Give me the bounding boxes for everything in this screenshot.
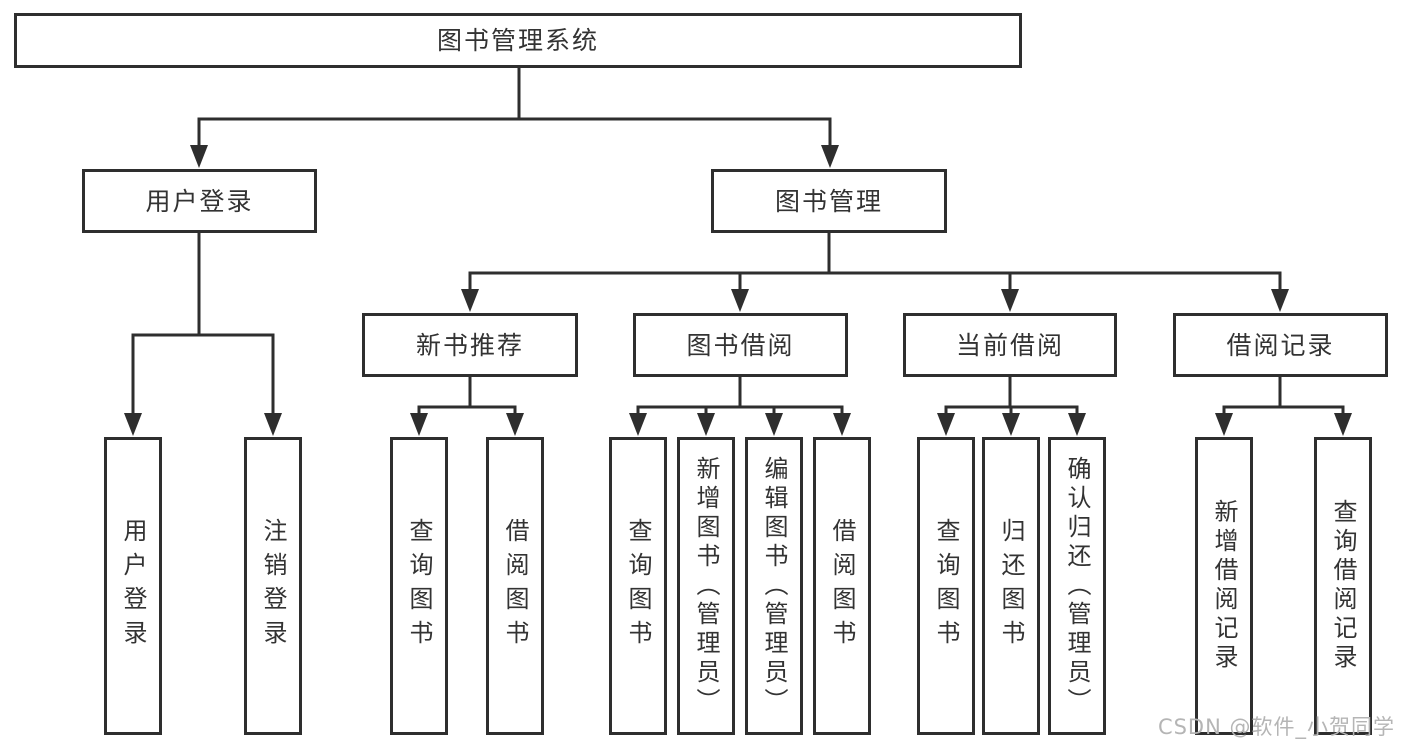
leaf-login-logout: 注销登录 bbox=[244, 437, 302, 735]
leaf-label: 归还图书 bbox=[997, 518, 1025, 654]
leaf-label: 查询图书 bbox=[624, 518, 652, 654]
arrowheads bbox=[124, 145, 1352, 436]
leaf-borrow-query-books: 查询图书 bbox=[609, 437, 667, 735]
leaf-label: 用户登录 bbox=[119, 518, 147, 654]
leaf-current-confirm-return-admin: 确认归还（管理员） bbox=[1048, 437, 1106, 735]
leaf-login-user-login: 用户登录 bbox=[104, 437, 162, 735]
node-root: 图书管理系统 bbox=[14, 13, 1022, 68]
node-book-management: 图书管理 bbox=[711, 169, 947, 233]
leaf-label: 查询图书 bbox=[405, 518, 433, 654]
leaf-current-query-books: 查询图书 bbox=[917, 437, 975, 735]
leaf-current-return-books: 归还图书 bbox=[982, 437, 1040, 735]
leaf-borrow-borrow-books: 借阅图书 bbox=[813, 437, 871, 735]
node-user-login-label: 用户登录 bbox=[145, 186, 254, 216]
leaf-label: 注销登录 bbox=[259, 518, 287, 654]
leaf-label: 查询图书 bbox=[932, 518, 960, 654]
leaf-records-query-record: 查询借阅记录 bbox=[1314, 437, 1372, 735]
leaf-label: 确认归还（管理员） bbox=[1063, 455, 1091, 717]
node-borrow-records-label: 借阅记录 bbox=[1226, 330, 1335, 360]
leaf-label: 新增借阅记录 bbox=[1210, 499, 1238, 673]
leaf-records-add-record: 新增借阅记录 bbox=[1195, 437, 1253, 735]
node-root-label: 图书管理系统 bbox=[436, 26, 599, 55]
watermark: CSDN @软件_小贺同学 bbox=[1157, 715, 1395, 739]
leaf-label: 借阅图书 bbox=[828, 518, 856, 654]
node-user-login: 用户登录 bbox=[82, 169, 317, 233]
node-current-borrow: 当前借阅 bbox=[903, 313, 1117, 377]
leaf-label: 编辑图书（管理员） bbox=[760, 455, 788, 717]
node-new-book-recommend-label: 新书推荐 bbox=[415, 330, 524, 360]
leaf-borrow-add-books-admin: 新增图书（管理员） bbox=[677, 437, 735, 735]
leaf-label: 借阅图书 bbox=[501, 518, 529, 654]
leaf-label: 新增图书（管理员） bbox=[692, 455, 720, 717]
leaf-recommend-borrow-books: 借阅图书 bbox=[486, 437, 544, 735]
node-borrow-records: 借阅记录 bbox=[1173, 313, 1388, 377]
leaf-label: 查询借阅记录 bbox=[1329, 499, 1357, 673]
node-book-borrow-label: 图书借阅 bbox=[686, 330, 795, 360]
node-new-book-recommend: 新书推荐 bbox=[362, 313, 578, 377]
node-current-borrow-label: 当前借阅 bbox=[955, 330, 1064, 360]
node-book-borrow: 图书借阅 bbox=[633, 313, 848, 377]
node-book-management-label: 图书管理 bbox=[774, 186, 883, 216]
leaf-recommend-query-books: 查询图书 bbox=[390, 437, 448, 735]
leaf-borrow-edit-books-admin: 编辑图书（管理员） bbox=[745, 437, 803, 735]
